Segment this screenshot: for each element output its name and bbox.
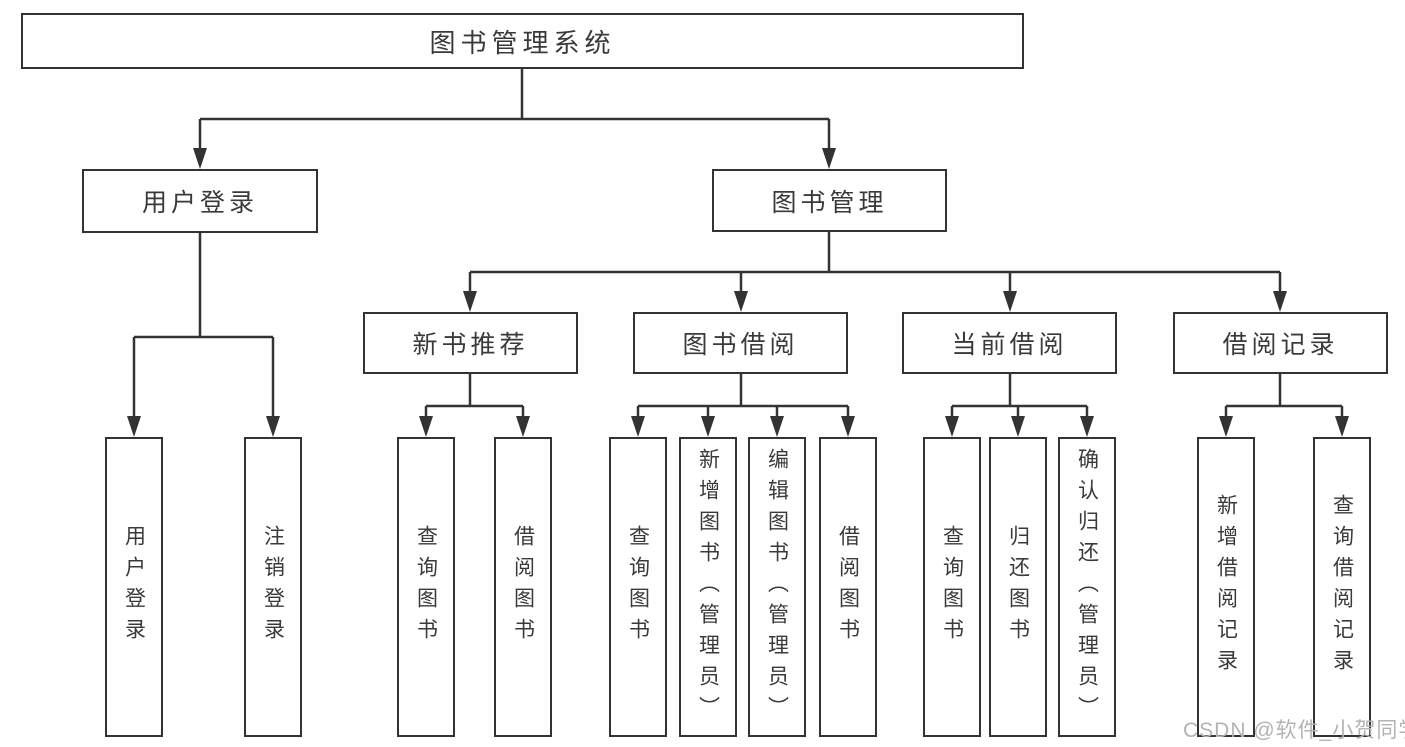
leaf-label: 查询图书 bbox=[940, 525, 964, 649]
leaf-logout: 注销登录 bbox=[244, 437, 302, 737]
arrow-down-icon bbox=[734, 291, 748, 312]
node-label: 图书管理系统 bbox=[429, 27, 616, 58]
leaf-label: 确认归还（管理员） bbox=[1075, 447, 1099, 727]
arrow-down-icon bbox=[631, 416, 645, 437]
arrow-down-icon bbox=[701, 416, 715, 437]
leaf-label: 用户登录 bbox=[122, 525, 146, 649]
leaf-add-borrow-record: 新增借阅记录 bbox=[1197, 437, 1255, 737]
leaf-add-books-admin: 新增图书（管理员） bbox=[679, 437, 737, 737]
node-new-book-recommendation: 新书推荐 bbox=[363, 312, 578, 374]
leaf-return-books: 归还图书 bbox=[989, 437, 1047, 737]
arrow-down-icon bbox=[822, 148, 836, 169]
arrow-down-icon bbox=[1080, 416, 1094, 437]
leaf-label: 编辑图书（管理员） bbox=[765, 447, 789, 727]
arrow-down-icon bbox=[266, 416, 280, 437]
arrow-down-icon bbox=[127, 416, 141, 437]
leaf-confirm-return-admin: 确认归还（管理员） bbox=[1058, 437, 1116, 737]
node-book-borrowing: 图书借阅 bbox=[633, 312, 848, 374]
leaf-label: 注销登录 bbox=[261, 525, 285, 649]
arrow-down-icon bbox=[1003, 291, 1017, 312]
arrow-down-icon bbox=[1011, 416, 1025, 437]
leaf-edit-books-admin: 编辑图书（管理员） bbox=[748, 437, 806, 737]
arrow-down-icon bbox=[193, 148, 207, 169]
connector-path bbox=[132, 69, 1344, 419]
arrow-down-icon bbox=[419, 416, 433, 437]
leaf-label: 查询图书 bbox=[626, 525, 650, 649]
leaf-label: 查询借阅记录 bbox=[1330, 494, 1354, 680]
arrow-down-icon bbox=[463, 291, 477, 312]
leaf-query-books-current: 查询图书 bbox=[923, 437, 981, 737]
leaf-label: 归还图书 bbox=[1006, 525, 1030, 649]
node-borrowing-records: 借阅记录 bbox=[1173, 312, 1388, 374]
node-user-login: 用户登录 bbox=[82, 169, 318, 233]
leaf-borrow-books-borrowing: 借阅图书 bbox=[819, 437, 877, 737]
node-label: 图书借阅 bbox=[682, 331, 799, 359]
leaf-label: 新增图书（管理员） bbox=[696, 447, 720, 727]
node-label: 当前借阅 bbox=[951, 331, 1068, 359]
leaf-label: 借阅图书 bbox=[511, 525, 535, 649]
leaf-label: 借阅图书 bbox=[836, 525, 860, 649]
leaf-borrow-books-newbook: 借阅图书 bbox=[494, 437, 552, 737]
node-label: 图书管理 bbox=[771, 188, 888, 217]
node-current-borrowing: 当前借阅 bbox=[902, 312, 1117, 374]
leaf-query-borrow-record: 查询借阅记录 bbox=[1313, 437, 1371, 737]
node-label: 新书推荐 bbox=[412, 331, 529, 359]
leaf-label: 查询图书 bbox=[414, 525, 438, 649]
arrow-down-icon bbox=[1219, 416, 1233, 437]
node-library-management-system: 图书管理系统 bbox=[21, 13, 1024, 69]
arrow-down-icon bbox=[945, 416, 959, 437]
watermark: CSDN @软件_小贺同学 bbox=[1183, 719, 1405, 742]
leaf-user-login: 用户登录 bbox=[105, 437, 163, 737]
arrow-down-icon bbox=[1335, 416, 1349, 437]
leaf-query-books-newbook: 查询图书 bbox=[397, 437, 455, 737]
arrow-down-icon bbox=[841, 416, 855, 437]
arrow-down-icon bbox=[1273, 291, 1287, 312]
arrow-down-icon bbox=[770, 416, 784, 437]
leaf-query-books-borrowing: 查询图书 bbox=[609, 437, 667, 737]
node-book-management: 图书管理 bbox=[712, 169, 947, 232]
leaf-label: 新增借阅记录 bbox=[1214, 494, 1238, 680]
node-label: 用户登录 bbox=[141, 189, 258, 217]
arrow-down-icon bbox=[516, 416, 530, 437]
node-label: 借阅记录 bbox=[1222, 331, 1339, 359]
